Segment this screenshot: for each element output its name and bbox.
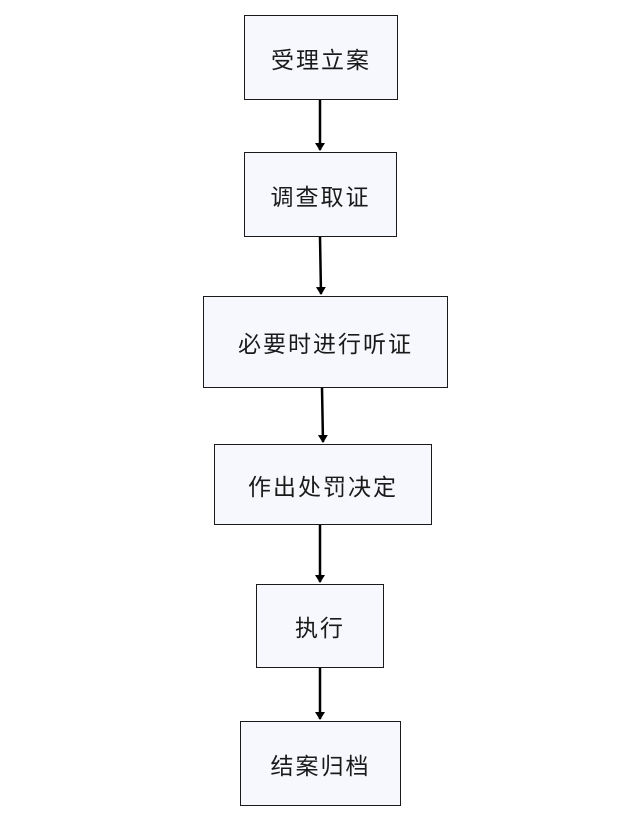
arrow-3 [317, 387, 328, 443]
step-box-hearing: 必要时进行听证 [203, 296, 448, 388]
step-label: 受理立案 [271, 47, 371, 74]
step-label: 结案归档 [270, 753, 371, 780]
step-label: 必要时进行听证 [238, 332, 413, 358]
step-label: 执行 [295, 616, 345, 642]
step-label: 作出处罚决定 [248, 474, 398, 501]
step-box-accept-case: 受理立案 [244, 15, 398, 100]
step-box-penalty-decision: 作出处罚决定 [214, 444, 432, 525]
step-box-investigate: 调查取证 [244, 152, 397, 237]
arrow-2 [315, 236, 326, 295]
step-label: 调查取证 [270, 184, 371, 211]
step-box-execute: 执行 [256, 584, 384, 668]
step-box-close-archive: 结案归档 [240, 721, 401, 806]
